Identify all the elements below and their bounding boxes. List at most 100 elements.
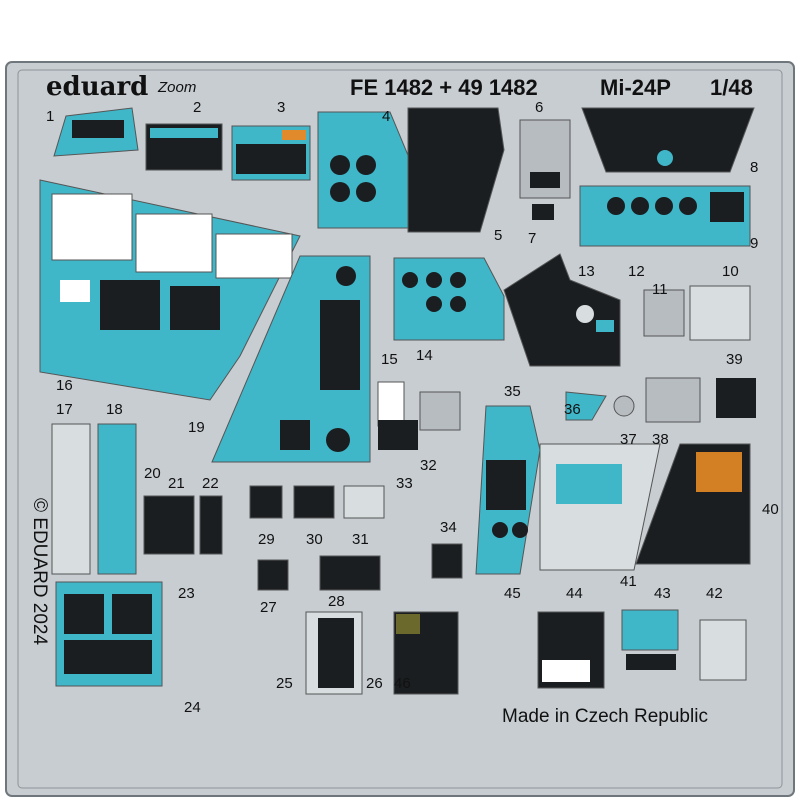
part-9-gauge	[607, 197, 625, 215]
part-number: 41	[620, 573, 637, 590]
brand-zoom-logo: Zoom	[157, 79, 196, 96]
part-9-detail	[710, 192, 744, 222]
part-number: 38	[652, 431, 669, 448]
part-14-panel	[393, 257, 505, 341]
part-23-detail	[112, 594, 152, 634]
part-number: 37	[620, 431, 637, 448]
part-13-gauge	[576, 305, 594, 323]
part-34-panel	[431, 543, 463, 579]
part-number: 8	[750, 159, 758, 176]
part-number: 15	[381, 351, 398, 368]
part-23-detail	[64, 640, 152, 674]
brand-logo: eduard	[46, 72, 148, 102]
part-number: 46	[394, 675, 411, 692]
part-number: 12	[628, 263, 645, 280]
part-36-panel	[565, 391, 607, 421]
part-4-gauge	[330, 155, 350, 175]
made-in-label: Made in Czech Republic	[502, 706, 708, 727]
part-6-detail	[530, 172, 560, 188]
part-31-panel	[343, 485, 385, 519]
part-number: 17	[56, 401, 73, 418]
copyright-label: © EDUARD 2024	[29, 498, 50, 645]
part-43-detail	[626, 654, 676, 670]
part-9-gauge	[655, 197, 673, 215]
part-4-gauge	[356, 155, 376, 175]
part-28-panel	[319, 555, 381, 591]
part-17-panel	[51, 423, 91, 575]
part-40-detail	[696, 452, 742, 492]
part-number: 43	[654, 585, 671, 602]
part-number: 5	[494, 227, 502, 244]
part-16-window	[135, 213, 213, 273]
part-number: 2	[193, 99, 201, 116]
part-27-panel	[257, 559, 289, 591]
part-5-panel	[407, 107, 505, 233]
part-19-detail	[320, 300, 360, 390]
part-number: 32	[420, 457, 437, 474]
part-number: 10	[722, 263, 739, 280]
part-number: 35	[504, 383, 521, 400]
part-16-detail	[170, 286, 220, 330]
part-8-panel	[581, 107, 755, 173]
part-19-gauge	[326, 428, 350, 452]
part-13-panel	[503, 253, 621, 367]
part-14-gauge	[402, 272, 418, 288]
part-number: 27	[260, 599, 277, 616]
part-number-labels: 1 2 3 4 5 6 7 8 9 10 11 12 13 14 15 16 1…	[46, 99, 779, 716]
part-35-gauge	[492, 522, 508, 538]
part-number: 33	[396, 475, 413, 492]
part-number: 24	[184, 699, 201, 716]
part-number: 9	[750, 235, 758, 252]
model-name: Mi-24P	[600, 75, 671, 100]
part-16-detail	[100, 280, 160, 330]
part-21-panel	[143, 495, 195, 555]
part-14-gauge	[426, 296, 442, 312]
part-number: 28	[328, 593, 345, 610]
part-19-gauge	[336, 266, 356, 286]
part-number: 29	[258, 531, 275, 548]
part-number: 22	[202, 475, 219, 492]
part-number: 14	[416, 347, 433, 364]
part-43-panel	[621, 609, 679, 651]
part-number: 21	[168, 475, 185, 492]
part-number: 11	[652, 281, 668, 298]
part-number: 42	[706, 585, 723, 602]
part-number: 36	[564, 401, 581, 418]
part-22-panel	[199, 495, 223, 555]
part-39-panel	[716, 378, 756, 418]
part-number: 16	[56, 377, 73, 394]
part-10-panel	[689, 285, 751, 341]
part-13-detail	[596, 320, 614, 332]
part-number: 1	[46, 108, 54, 125]
part-number: 6	[535, 99, 543, 116]
part-7-panel	[532, 204, 554, 220]
part-1-detail	[72, 120, 124, 138]
part-15-panel	[377, 381, 405, 427]
part-42-panel	[699, 619, 747, 681]
part-number: 18	[106, 401, 123, 418]
part-number: 31	[352, 531, 369, 548]
set-code: FE 1482 + 49 1482	[350, 75, 538, 100]
part-14-gauge	[426, 272, 442, 288]
part-8-gauge	[657, 150, 673, 166]
part-16-detail	[60, 280, 90, 302]
part-3-orange	[282, 130, 306, 140]
part-number: 4	[382, 108, 390, 125]
part-number: 40	[762, 501, 779, 518]
part-23-detail	[64, 594, 104, 634]
part-3-detail	[236, 144, 306, 174]
part-number: 13	[578, 263, 595, 280]
part-35-detail	[486, 460, 526, 510]
part-35-gauge	[512, 522, 528, 538]
part-32-panel	[378, 420, 418, 450]
part-9-gauge	[631, 197, 649, 215]
part-number: 3	[277, 99, 285, 116]
part-number: 26	[366, 675, 383, 692]
part-4-gauge	[330, 182, 350, 202]
fret-inner-border	[17, 69, 783, 789]
part-30-panel	[293, 485, 335, 519]
scale-label: 1/48	[710, 75, 753, 100]
part-4-gauge	[356, 182, 376, 202]
